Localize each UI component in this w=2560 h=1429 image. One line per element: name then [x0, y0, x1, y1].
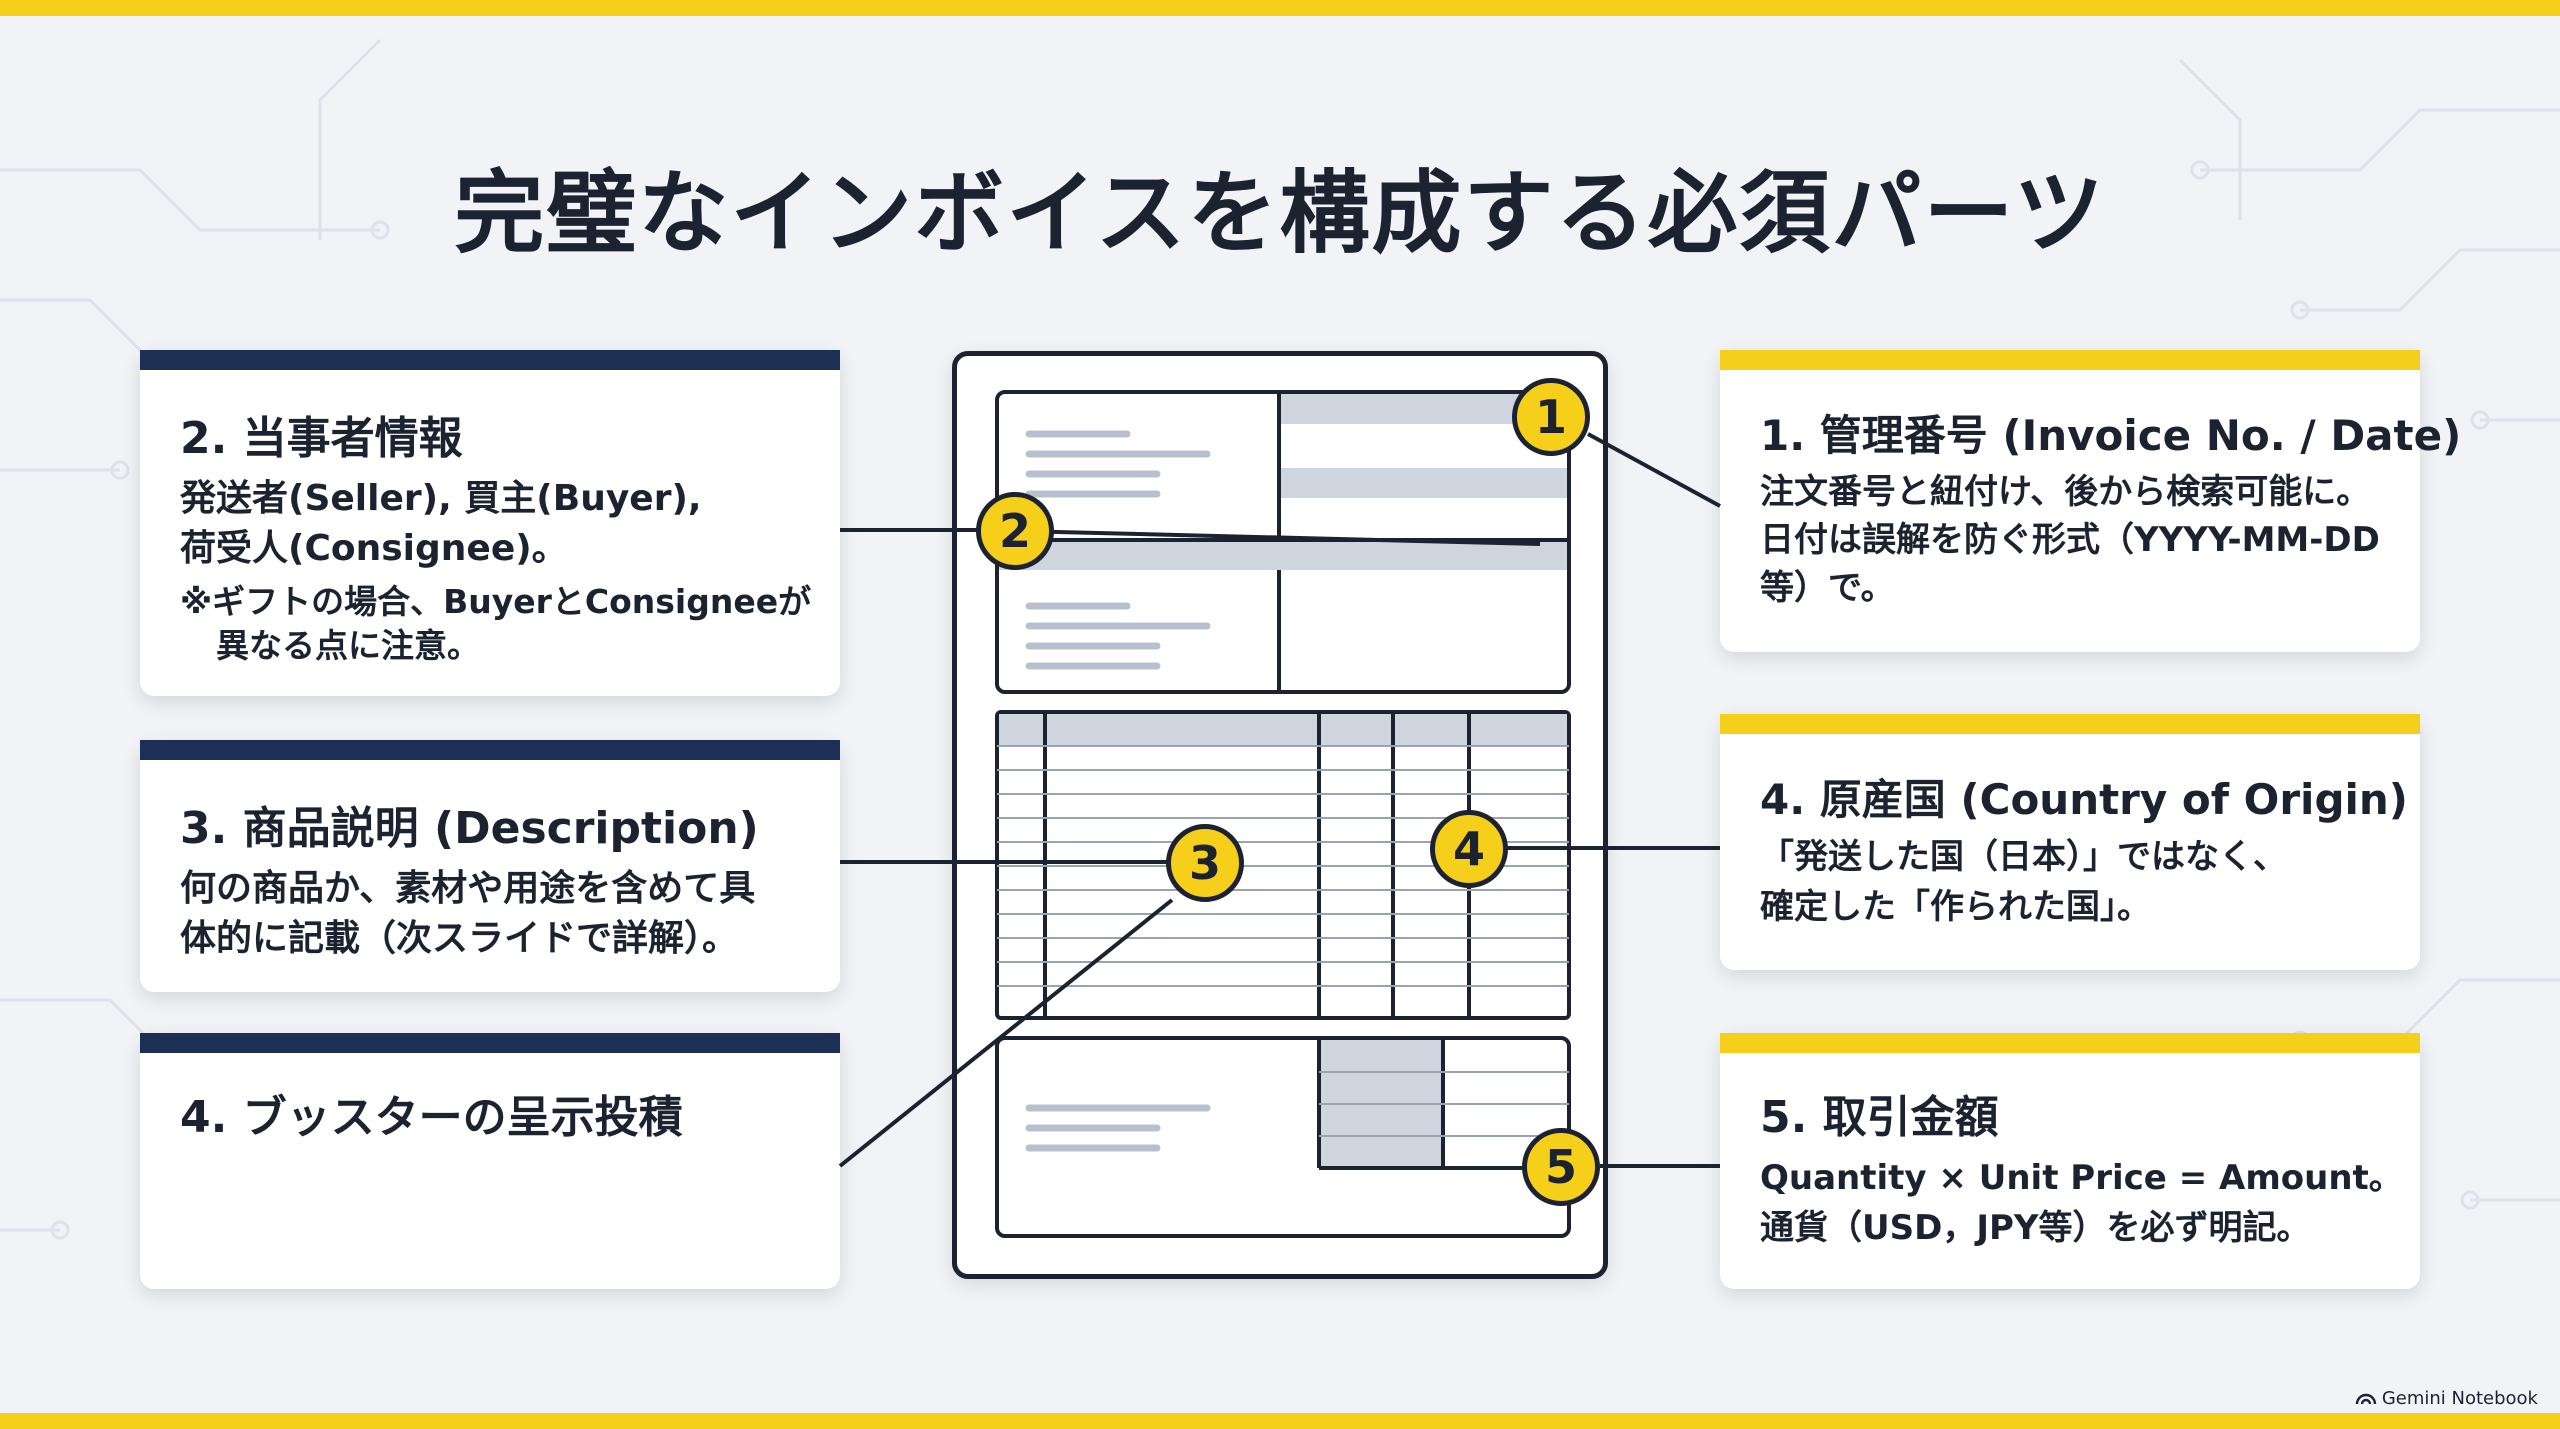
invoice-document-illustration: [952, 351, 1608, 1279]
callout-badge-1: 1: [1512, 378, 1590, 456]
footer-brand-label: Gemini Notebook: [2381, 1388, 2538, 1409]
card-body: 何の商品か、素材や用途を含めて具 体的に記載（次スライドで詳解）。: [180, 864, 816, 964]
card-description: 3. 商品説明 (Description) 何の商品か、素材や用途を含めて具 体…: [140, 740, 840, 992]
callout-badge-3: 3: [1166, 824, 1244, 902]
callout-badge-5: 5: [1522, 1128, 1600, 1206]
card-heading: 2. 当事者情報: [180, 413, 463, 464]
card-invoice-number: 1. 管理番号 (Invoice No. / Date) 注文番号と紐付け、後か…: [1720, 350, 2462, 652]
callout-badge-2: 2: [976, 492, 1054, 570]
card-text-line: 「発送した国（日本）」ではなく、: [1760, 837, 2287, 877]
card-text-line: 注文番号と紐付け、後から検索可能に。: [1760, 472, 2371, 512]
callout-badge-4: 4: [1430, 810, 1508, 888]
card-text-line: 通貨（USD，JPY等）を必ず明記。: [1760, 1208, 2311, 1248]
card-body: 注文番号と紐付け、後から検索可能に。 日付は誤解を防ぐ形式（YYYY-MM-DD…: [1760, 468, 2396, 612]
card-text-line: 体的に記載（次スライドで詳解）。: [180, 918, 739, 959]
card-heading: 4. 原産国 (Country of Origin): [1760, 775, 2409, 824]
notebook-logo-icon: [2355, 1393, 2377, 1404]
card-note: ※ギフトの場合、BuyerとConsigneeが 異なる点に注意。: [180, 580, 816, 668]
card-heading: 1. 管理番号 (Invoice No. / Date): [1760, 411, 2462, 460]
card-stripe: [140, 350, 840, 370]
card-heading: 5. 取引金額: [1760, 1092, 1999, 1143]
card-text-line: 何の商品か、素材や用途を含めて具: [180, 868, 756, 909]
page-title: 完璧なインボイスを構成する必須パーツ: [454, 161, 2106, 266]
card-parties: 2. 当事者情報 発送者(Seller), 買主(Buyer), 荷受人(Con…: [140, 350, 840, 696]
card-transaction-amount: 5. 取引金額 Quantity × Unit Price = Amount。 …: [1720, 1033, 2420, 1289]
footer-brand: Gemini Notebook: [2355, 1388, 2538, 1409]
card-body: Quantity × Unit Price = Amount。 通貨（USD，J…: [1760, 1153, 2403, 1253]
card-country-of-origin: 4. 原産国 (Country of Origin) 「発送した国（日本）」では…: [1720, 714, 2420, 970]
card-stripe: [1720, 714, 2420, 734]
card-text-line: 確定した「作られた国」。: [1760, 887, 2151, 927]
card-body: 発送者(Seller), 買主(Buyer), 荷受人(Consignee)。 …: [180, 474, 816, 668]
card-stripe: [140, 740, 840, 760]
card-text-line: 発送者(Seller), 買主(Buyer),: [180, 478, 702, 519]
card-stripe: [1720, 350, 2420, 370]
card-body: 「発送した国（日本）」ではなく、 確定した「作られた国」。: [1760, 832, 2396, 932]
card-text-line: 日付は誤解を防ぐ形式（YYYY-MM-DD: [1760, 520, 2380, 560]
card-heading: 4. ブッスターの呈示投積: [180, 1092, 683, 1143]
bottom-accent-bar: [0, 1413, 2560, 1429]
card-text-line: 荷受人(Consignee)。: [180, 528, 568, 569]
card-text-line: 等）で。: [1760, 568, 1895, 608]
card-note-line: ※ギフトの場合、BuyerとConsigneeが: [180, 582, 812, 621]
card-note-line: 異なる点に注意。: [216, 626, 480, 665]
card-stripe: [1720, 1033, 2420, 1053]
top-accent-bar: [0, 0, 2560, 16]
card-stripe: [140, 1033, 840, 1053]
invoice-document-drawing: [995, 390, 1571, 1238]
card-text-line: Quantity × Unit Price = Amount。: [1760, 1158, 2403, 1198]
card-heading: 3. 商品説明 (Description): [180, 803, 759, 854]
card-blister: 4. ブッスターの呈示投積: [140, 1033, 840, 1289]
